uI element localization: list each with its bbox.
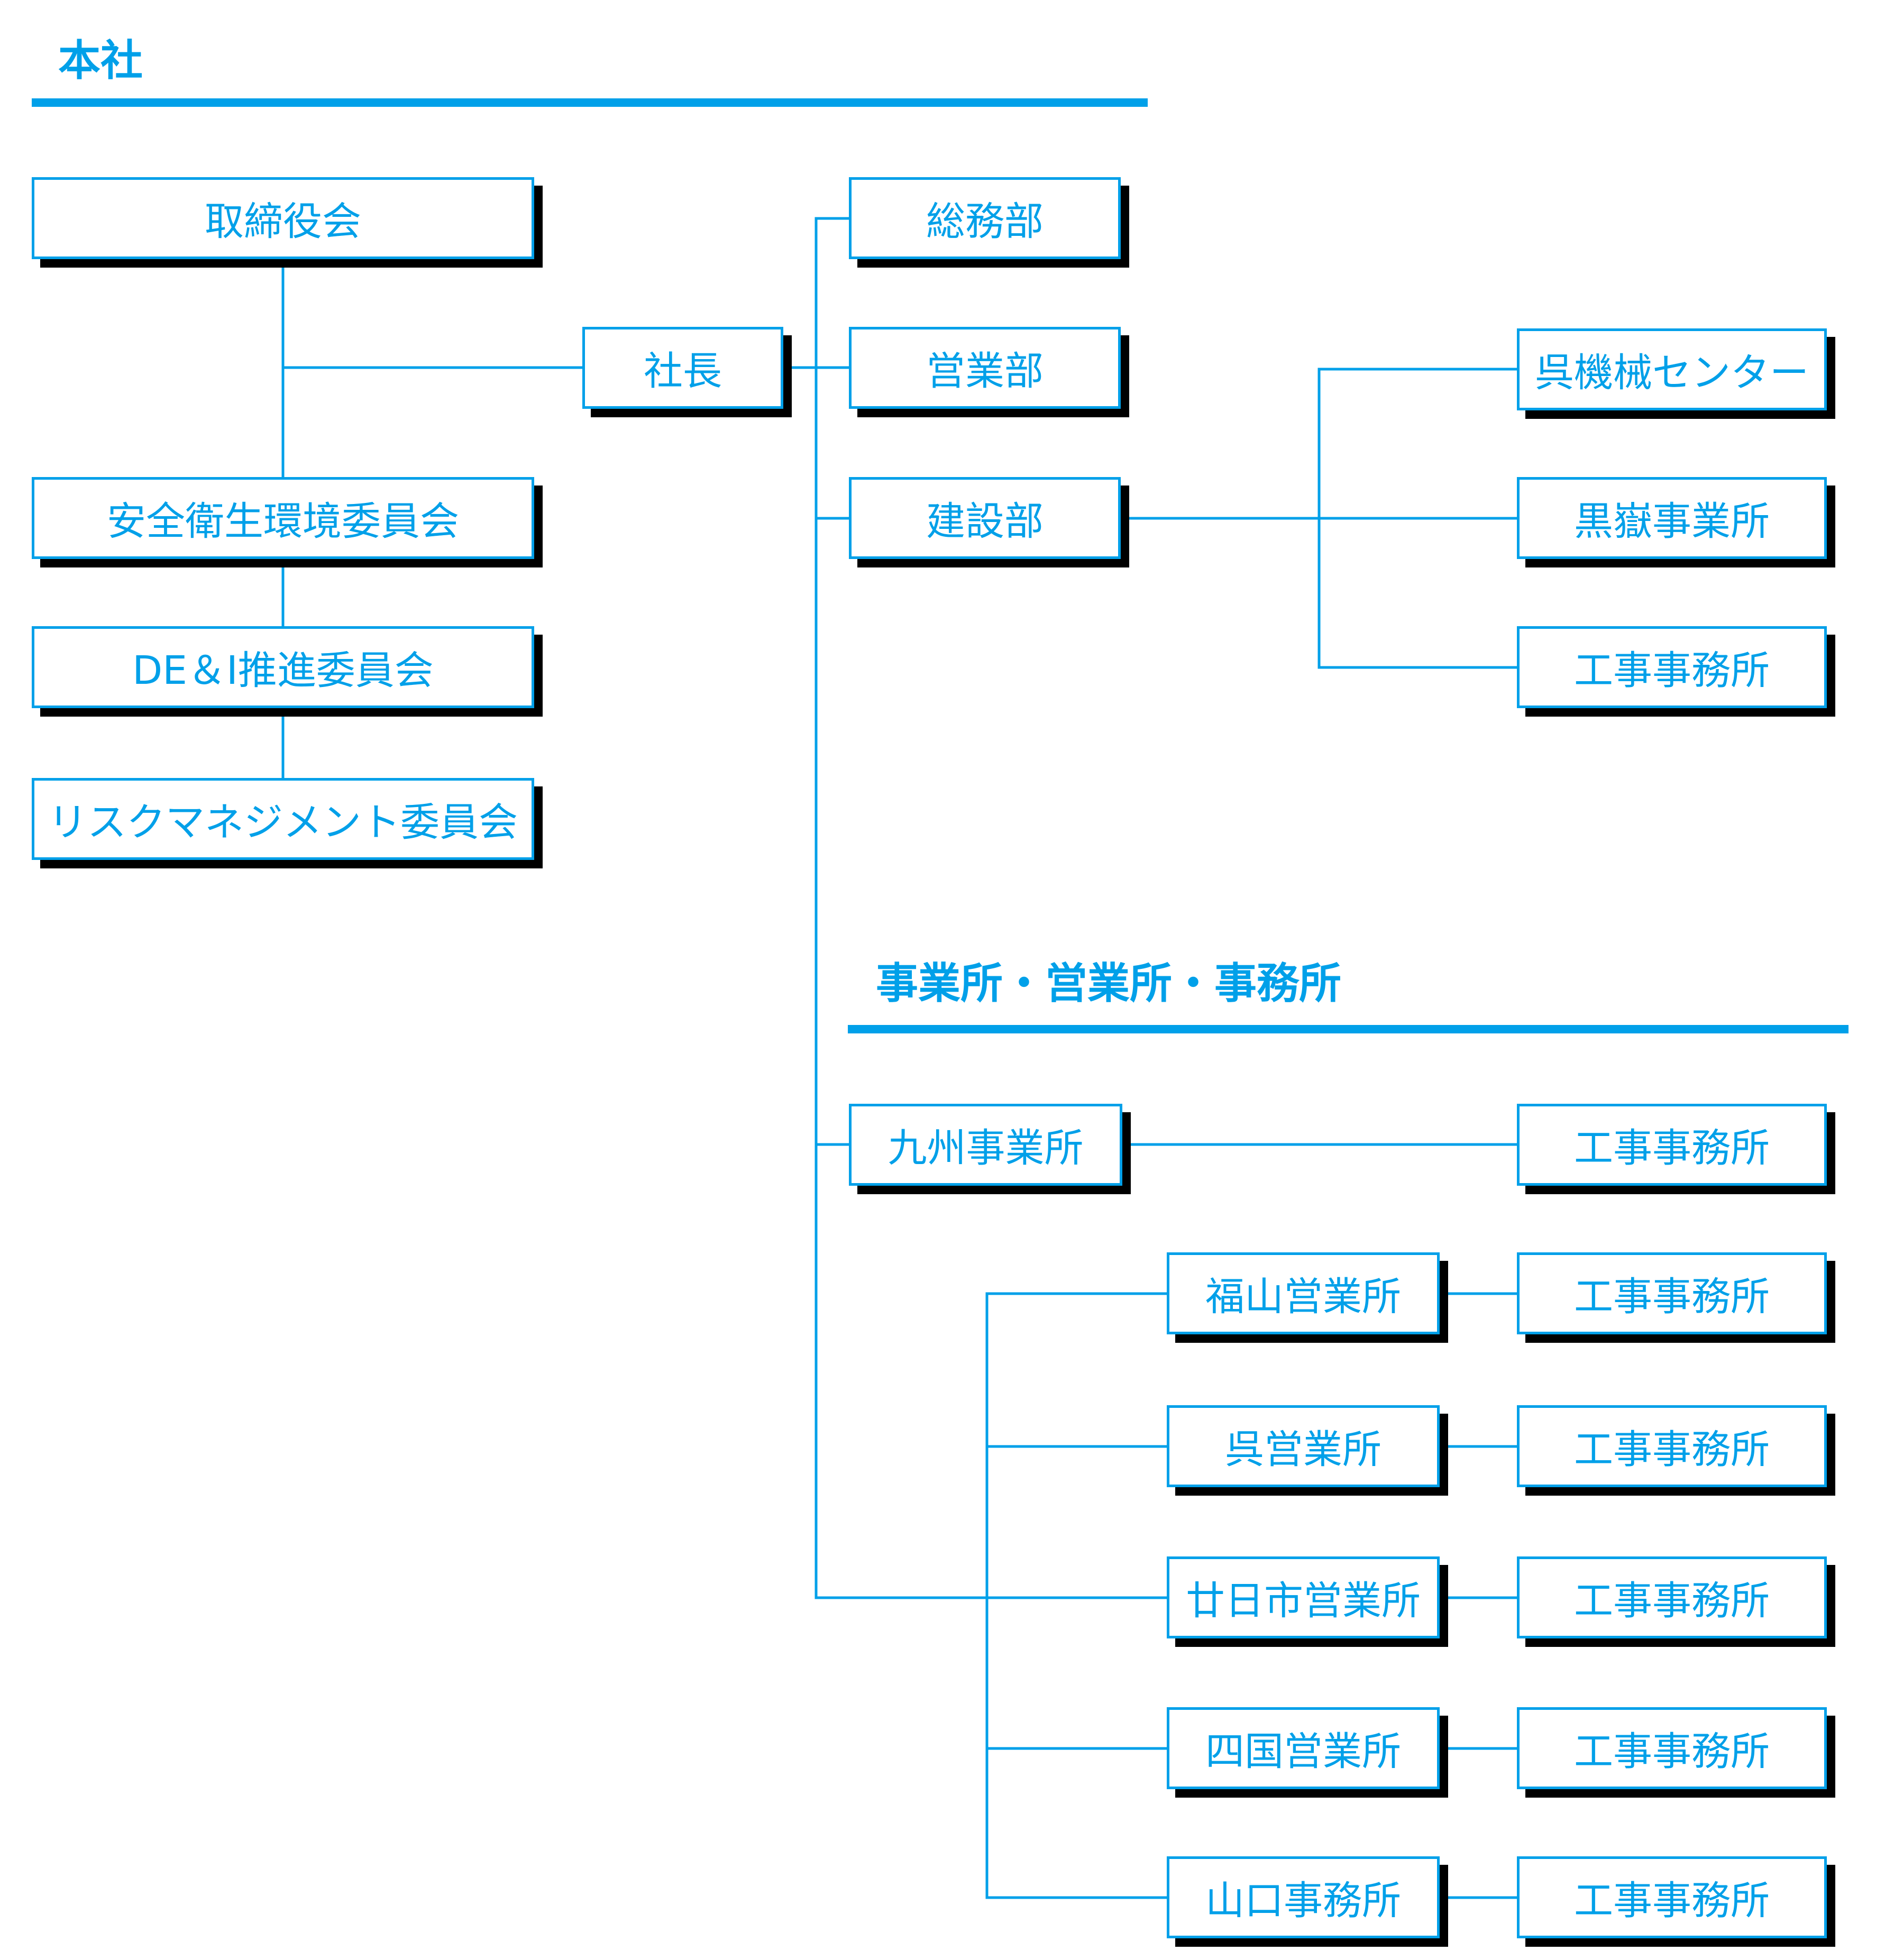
node-kyushu-office-label: 九州事業所 <box>887 1125 1084 1171</box>
node-shikoku-site-office: 工事事務所 <box>1517 1707 1827 1789</box>
node-kure-sales-label: 呉営業所 <box>1225 1427 1381 1472</box>
node-yamaguchi-site-office-label: 工事事務所 <box>1574 1878 1770 1924</box>
node-dei-committee-label: DE＆I推進委員会 <box>132 648 434 693</box>
node-president: 社長 <box>582 327 783 409</box>
node-kure-site-office-label: 工事事務所 <box>1574 1427 1770 1472</box>
node-president-label: 社長 <box>644 349 722 394</box>
node-kyushu-site-office: 工事事務所 <box>1517 1104 1827 1186</box>
node-construction-label: 建設部 <box>926 499 1044 544</box>
node-yamaguchi-office-label: 山口事務所 <box>1205 1878 1401 1924</box>
node-yamaguchi-office: 山口事務所 <box>1167 1856 1440 1938</box>
node-general-affairs-label: 総務部 <box>926 199 1044 244</box>
node-construction-site-office-label: 工事事務所 <box>1574 648 1770 693</box>
node-kure-site-office: 工事事務所 <box>1517 1405 1827 1487</box>
node-fukuyama-sales: 福山営業所 <box>1167 1252 1440 1334</box>
node-safety-committee-label: 安全衛生環境委員会 <box>107 499 459 544</box>
node-kurotake-office-label: 黒嶽事業所 <box>1574 499 1770 544</box>
node-fukuyama-site-office-label: 工事事務所 <box>1574 1274 1770 1320</box>
node-risk-committee-label: リスクマネジメント委員会 <box>48 800 518 845</box>
node-kyushu-office: 九州事業所 <box>849 1104 1122 1186</box>
node-hatsukaichi-site-office-label: 工事事務所 <box>1574 1578 1770 1624</box>
node-kyushu-site-office-label: 工事事務所 <box>1574 1125 1770 1171</box>
section-title-offices: 事業所・営業所・事務所 <box>876 959 1341 1008</box>
node-safety-committee: 安全衛生環境委員会 <box>32 477 534 559</box>
node-sales: 営業部 <box>849 327 1121 409</box>
node-fukuyama-site-office: 工事事務所 <box>1517 1252 1827 1334</box>
node-yamaguchi-site-office: 工事事務所 <box>1517 1856 1827 1938</box>
node-construction-site-office: 工事事務所 <box>1517 626 1827 708</box>
node-shikoku-site-office-label: 工事事務所 <box>1574 1729 1770 1774</box>
node-kurotake-office: 黒嶽事業所 <box>1517 477 1827 559</box>
node-kure-machinery-center-label: 呉機械センター <box>1535 350 1809 396</box>
node-general-affairs: 総務部 <box>849 177 1121 259</box>
node-fukuyama-sales-label: 福山営業所 <box>1205 1274 1401 1320</box>
node-sales-label: 営業部 <box>926 349 1044 394</box>
section-rule-head-office <box>32 98 1148 107</box>
node-hatsukaichi-site-office: 工事事務所 <box>1517 1556 1827 1638</box>
node-board-label: 取締役会 <box>205 199 361 244</box>
section-title-head-office: 本社 <box>58 36 143 85</box>
node-risk-committee: リスクマネジメント委員会 <box>32 778 534 860</box>
node-shikoku-sales: 四国営業所 <box>1167 1707 1440 1789</box>
node-hatsukaichi-sales: 廿日市営業所 <box>1167 1556 1440 1638</box>
node-hatsukaichi-sales-label: 廿日市営業所 <box>1186 1578 1421 1624</box>
node-kure-sales: 呉営業所 <box>1167 1405 1440 1487</box>
section-rule-offices <box>848 1025 1849 1033</box>
node-dei-committee: DE＆I推進委員会 <box>32 626 534 708</box>
node-board: 取締役会 <box>32 177 534 259</box>
node-construction: 建設部 <box>849 477 1121 559</box>
node-kure-machinery-center: 呉機械センター <box>1517 328 1827 410</box>
node-shikoku-sales-label: 四国営業所 <box>1205 1729 1401 1774</box>
